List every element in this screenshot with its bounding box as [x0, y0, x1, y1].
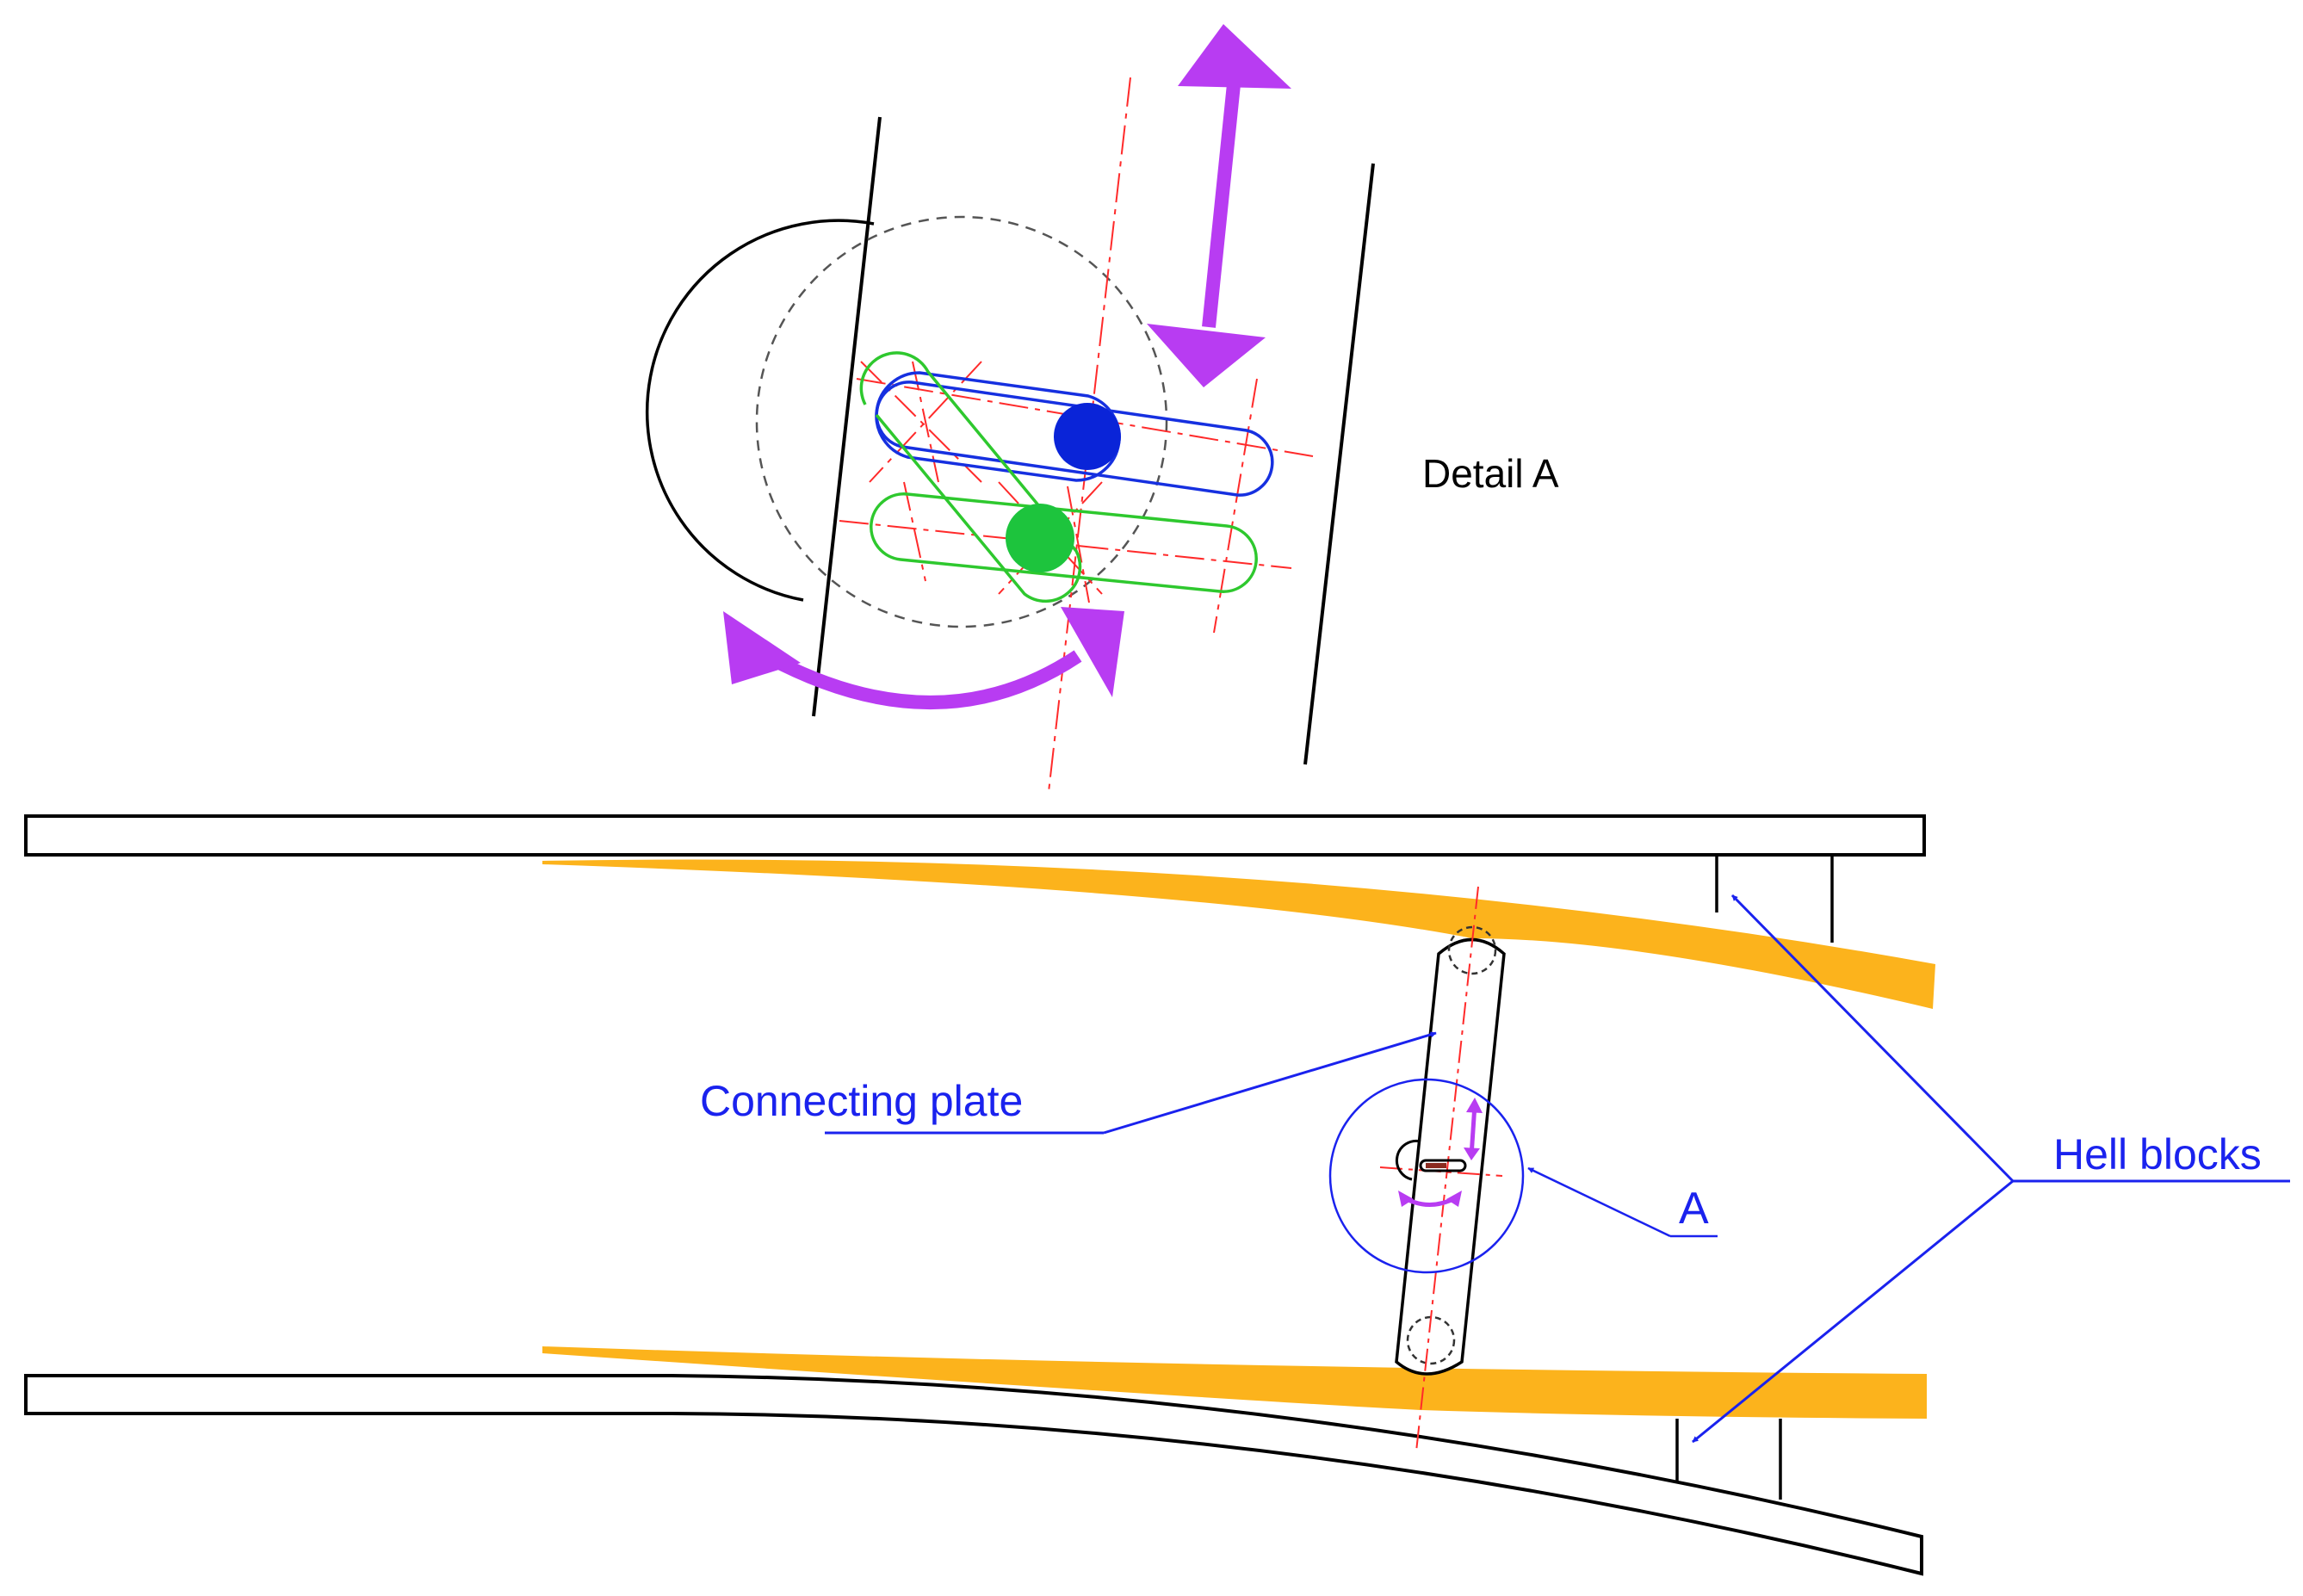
bottom-rail	[24, 1374, 1923, 1576]
callout-hell-blocks: Hell blocks	[1692, 894, 2290, 1444]
detail-dashed-circle	[755, 215, 1168, 628]
detail-plate-edge-left	[812, 116, 882, 717]
small-rotation-arrow-head-left	[1398, 1191, 1414, 1207]
bottom-blade	[542, 1346, 1927, 1419]
detail-slot-green	[859, 351, 1258, 603]
detail-plate-edge-right	[1303, 163, 1375, 765]
small-slot-fill	[1426, 1163, 1446, 1168]
small-slot	[1419, 1159, 1467, 1172]
top-rail	[24, 814, 1926, 857]
top-heel-block	[1715, 857, 1834, 943]
detail-a-callout-circle	[1328, 1078, 1525, 1274]
small-rotation-arrow-head-right	[1446, 1191, 1462, 1207]
connecting-plate	[1395, 937, 1506, 1376]
detail-pin-blue	[1054, 403, 1121, 470]
detail-pin-arc	[645, 219, 875, 602]
detail-a-view: Detail A	[645, 24, 1559, 793]
top-blade	[542, 859, 1935, 1009]
detail-a-title: Detail A	[1422, 451, 1559, 496]
bottom-heel-block	[1675, 1419, 1782, 1500]
connecting-plate-label: Connecting plate	[700, 1077, 1023, 1125]
small-linear-arrow-head-top	[1466, 1098, 1483, 1113]
hell-blocks-label: Hell blocks	[2053, 1130, 2262, 1178]
assembly-view: Connecting plate A Hell blocks	[24, 814, 2290, 1576]
detail-a-ref-label: A	[1679, 1184, 1709, 1234]
callout-detail-a: A	[1527, 1166, 1718, 1238]
small-pin-arc	[1395, 1139, 1421, 1181]
assembly-centerlines	[1379, 886, 1503, 1452]
small-linear-arrow-head-bottom	[1464, 1148, 1480, 1160]
detail-pin-green	[1006, 504, 1074, 572]
callout-connecting-plate: Connecting plate	[700, 1031, 1437, 1135]
small-linear-arrow	[1469, 1104, 1477, 1157]
detail-linear-motion-arrow	[1147, 24, 1291, 387]
detail-rotation-arrow	[723, 607, 1124, 709]
